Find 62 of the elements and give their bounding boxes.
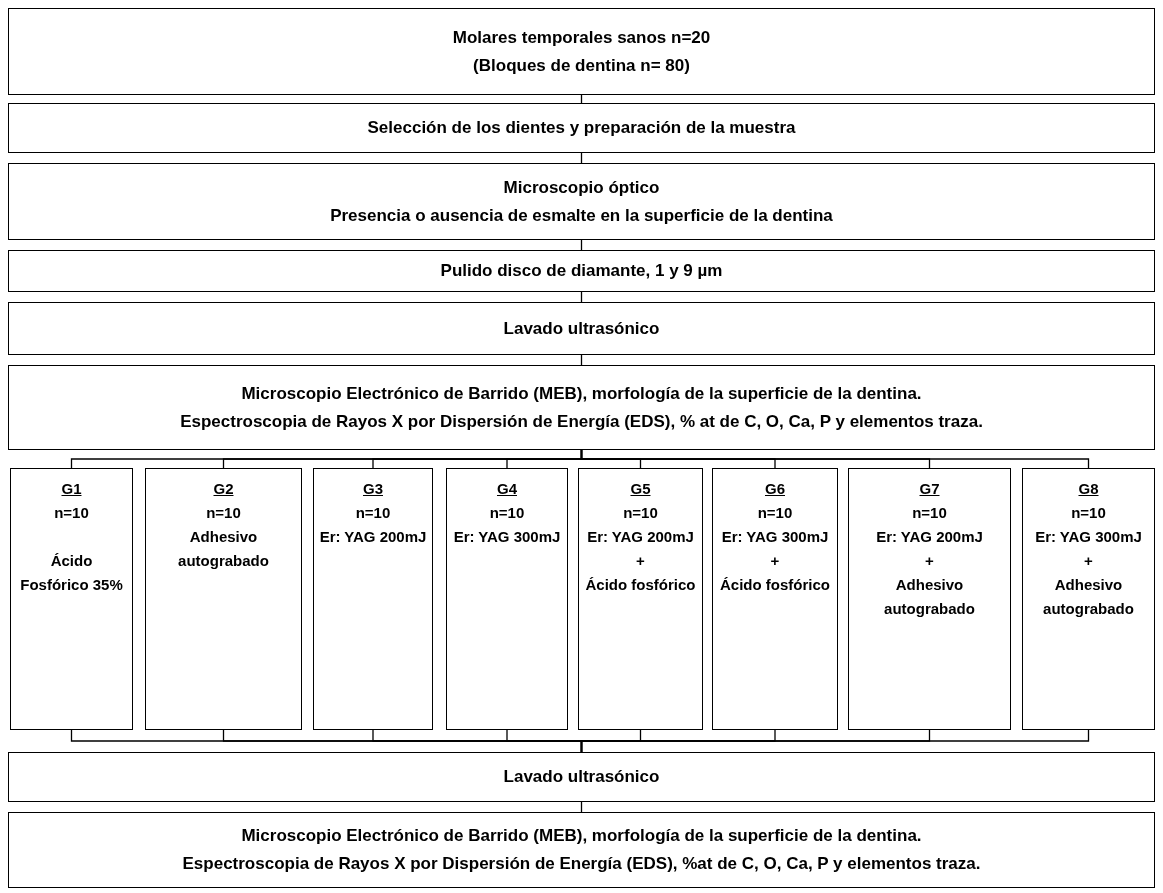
group-label: G1 xyxy=(61,479,82,499)
box-text: n=10 xyxy=(489,503,525,523)
group-label: G4 xyxy=(497,479,517,499)
box-text: n=10 xyxy=(623,503,658,523)
box-text: Pulido disco de diamante, 1 y 9 µm xyxy=(440,260,723,282)
process-box xyxy=(8,250,1155,292)
box-text: n=10 xyxy=(54,503,89,523)
box-text: Ácido Fosfórico 35% xyxy=(19,551,124,595)
box-text: Adhesivo autograbado xyxy=(1042,575,1135,619)
box-text: + xyxy=(1084,551,1093,571)
group-box xyxy=(446,468,568,730)
group-label: G2 xyxy=(213,479,234,499)
box-text: Er: YAG 300mJ xyxy=(1035,527,1142,547)
group-label: G8 xyxy=(1078,479,1099,499)
box-text: Espectroscopia de Rayos X por Dispersión de Energía (EDS), % at de C, O, Ca, P y elementos traza. xyxy=(180,410,983,433)
box-text: + xyxy=(925,551,934,571)
box-text: Presencia o ausencia de esmalte en la superficie de la dentina xyxy=(330,204,833,227)
box-text: Molares temporales sanos n=20 xyxy=(452,26,711,49)
group-box xyxy=(1022,468,1155,730)
box-text: n=10 xyxy=(355,503,391,523)
box-text: Ácido fosfórico xyxy=(585,575,696,595)
group-box xyxy=(313,468,433,730)
group-box xyxy=(10,468,133,730)
box-text: (Bloques de dentina n= 80) xyxy=(473,54,690,77)
connector-line xyxy=(580,729,1090,753)
box-text: n=10 xyxy=(206,503,241,523)
box-text: Microscopio Electrónico de Barrido (MEB), morfología de la superficie de la dentina. xyxy=(241,382,922,405)
box-text: Lavado ultrasónico xyxy=(503,766,660,788)
box-text: Ácido fosfórico xyxy=(720,575,830,595)
connector-line xyxy=(580,449,1090,469)
box-text: n=10 xyxy=(757,503,793,523)
box-text: Er: YAG 200mJ xyxy=(587,527,694,547)
box-text: Er: YAG 200mJ xyxy=(876,527,983,547)
box-text: Er: YAG 200mJ xyxy=(319,527,427,547)
group-label: G7 xyxy=(919,479,940,499)
process-box xyxy=(8,8,1155,95)
group-box xyxy=(848,468,1011,730)
box-text: + xyxy=(770,551,780,571)
box-text: Selección de los dientes y preparación de la muestra xyxy=(367,117,796,139)
box-text: Adhesivo autograbado xyxy=(177,527,270,571)
box-text: Er: YAG 300mJ xyxy=(453,527,561,547)
group-box xyxy=(578,468,703,730)
process-box xyxy=(8,103,1155,153)
process-box xyxy=(8,812,1155,888)
box-text: n=10 xyxy=(912,503,947,523)
group-box xyxy=(712,468,838,730)
box-text: Lavado ultrasónico xyxy=(503,317,660,340)
process-box xyxy=(8,163,1155,240)
box-text: Er: YAG 300mJ xyxy=(721,527,829,547)
box-text: Microscopio óptico xyxy=(503,176,660,199)
box-text: + xyxy=(636,551,645,571)
group-label: G3 xyxy=(363,479,383,499)
box-text: n=10 xyxy=(1071,503,1106,523)
group-box xyxy=(145,468,302,730)
box-text: Adhesivo autograbado xyxy=(883,575,976,619)
box-text: Microscopio Electrónico de Barrido (MEB), morfología de la superficie de la dentina. xyxy=(241,825,922,847)
group-label: G6 xyxy=(765,479,785,499)
box-text: Espectroscopia de Rayos X por Dispersión de Energía (EDS), %at de C, O, Ca, P y elementos traza. xyxy=(182,853,981,875)
process-box xyxy=(8,302,1155,355)
process-box xyxy=(8,365,1155,450)
group-label: G5 xyxy=(630,479,651,499)
process-box xyxy=(8,752,1155,802)
